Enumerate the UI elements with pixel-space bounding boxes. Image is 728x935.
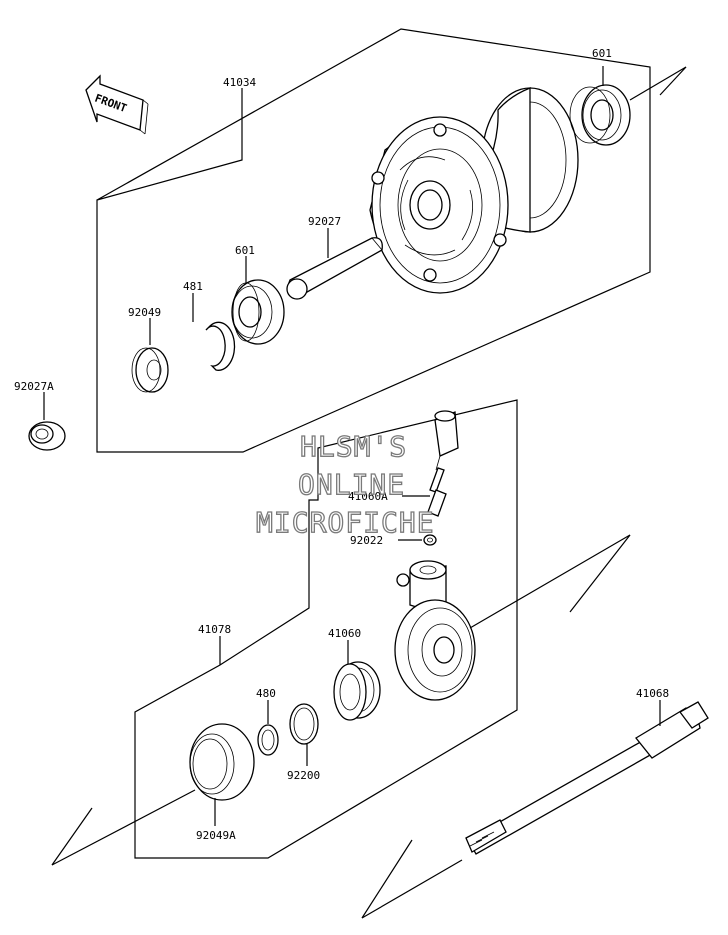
hub-bracket [96,28,651,453]
label-92200: 92200 [287,769,320,782]
label-601-left: 601 [235,244,255,257]
label-92049a: 92049A [196,829,236,842]
seal [131,347,169,393]
circlip [205,321,236,371]
label-41034: 41034 [223,76,256,89]
label-41078: 41078 [198,623,231,636]
label-41060: 41060 [328,627,361,640]
watermark-line-1: HLSM'S [300,430,407,463]
watermark: HLSM'S ONLINE MICROFICHE [255,429,435,539]
watermark-line-2: ONLINE [298,468,405,501]
hub [369,87,579,294]
snap-ring [257,724,279,756]
bearing-right [569,84,631,146]
collar-outer [28,421,66,451]
label-92027: 92027 [308,215,341,228]
speedo-cable-parts [427,410,459,517]
axle [465,701,709,855]
front-arrow-icon: FRONT [85,74,149,135]
gear-housing-bracket [134,399,518,859]
label-92022: 92022 [350,534,383,547]
gear-housing [394,560,476,701]
collar [286,237,383,300]
label-481: 481 [183,280,203,293]
label-480: 480 [256,687,276,700]
label-92027a: 92027A [14,380,54,393]
label-41060a: 41060A [348,490,388,503]
label-92049: 92049 [128,306,161,319]
washer [423,534,437,546]
label-41068: 41068 [636,687,669,700]
label-601-right: 601 [592,47,612,60]
shim [289,703,319,745]
speedo-gear [333,661,381,721]
bearing-left [231,279,285,345]
seal-large [189,723,255,801]
watermark-line-3: MICROFICHE [256,506,435,539]
